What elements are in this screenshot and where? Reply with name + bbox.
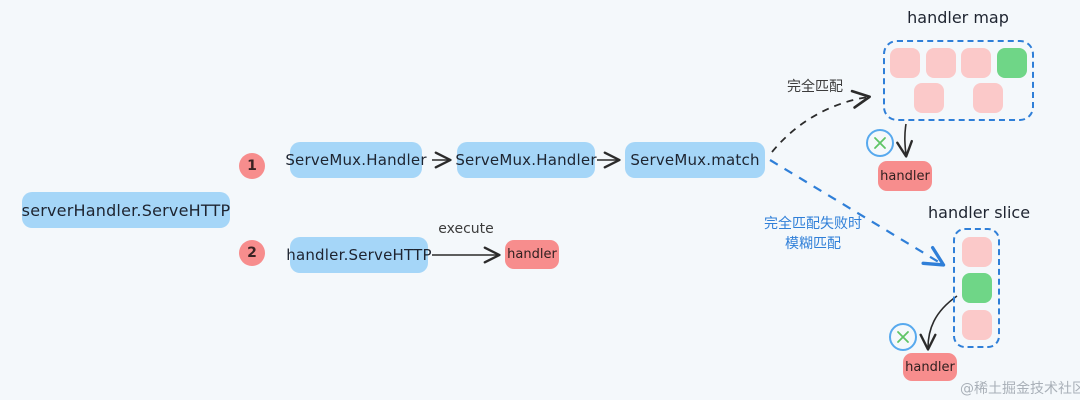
handler-box-slice[interactable]: handler [903, 353, 957, 381]
handler-slice-title: handler slice [928, 203, 1031, 222]
servemux-handler-box-1[interactable]: ServeMux.Handler [285, 142, 427, 178]
fuzzy-match-label: 完全匹配失败时 模糊匹配 [758, 214, 868, 255]
map-cell-6 [973, 83, 1003, 114]
server-handler-servehttp-box[interactable]: serverHandler.ServeHTTP [22, 192, 230, 228]
step-badge-1: 1 [239, 153, 265, 179]
servemux-match-box[interactable]: ServeMux.match [625, 142, 765, 178]
servemux-handler-box-2[interactable]: ServeMux.Handler [455, 142, 597, 178]
fuzzy-match-label-line1: 完全匹配失败时 [764, 216, 862, 232]
watermark: @稀土掘金技术社区 [960, 381, 1080, 397]
circle-x-icon-map [866, 129, 894, 157]
execute-arrow-label: execute [438, 221, 494, 237]
green-cross-icon [874, 137, 886, 149]
circle-x-icon-slice [889, 323, 917, 351]
arrow-exact-match-dashed [771, 89, 871, 153]
handler-box-map[interactable]: handler [878, 161, 932, 191]
slice-cell-2 [961, 273, 992, 303]
handler-servehttp-box[interactable]: handler.ServeHTTP [286, 237, 432, 273]
map-cell-2 [925, 47, 956, 78]
handler-map-container [883, 40, 1034, 121]
arrow-map-green-to-handler [896, 123, 914, 158]
map-cell-1 [890, 47, 921, 78]
map-cell-5 [914, 83, 944, 114]
exact-match-label: 完全匹配 [787, 79, 843, 95]
handler-box-flow2[interactable]: handler [505, 240, 559, 269]
map-cell-3 [961, 47, 992, 78]
slice-cell-1 [961, 236, 992, 267]
green-cross-icon [897, 331, 909, 343]
step-badge-2: 2 [239, 240, 265, 266]
slice-cell-3 [961, 309, 992, 340]
handler-map-title: handler map [907, 8, 1009, 27]
handler-slice-container [953, 228, 1000, 348]
fuzzy-match-label-line2: 模糊匹配 [785, 236, 841, 253]
map-cell-4 [996, 47, 1027, 78]
